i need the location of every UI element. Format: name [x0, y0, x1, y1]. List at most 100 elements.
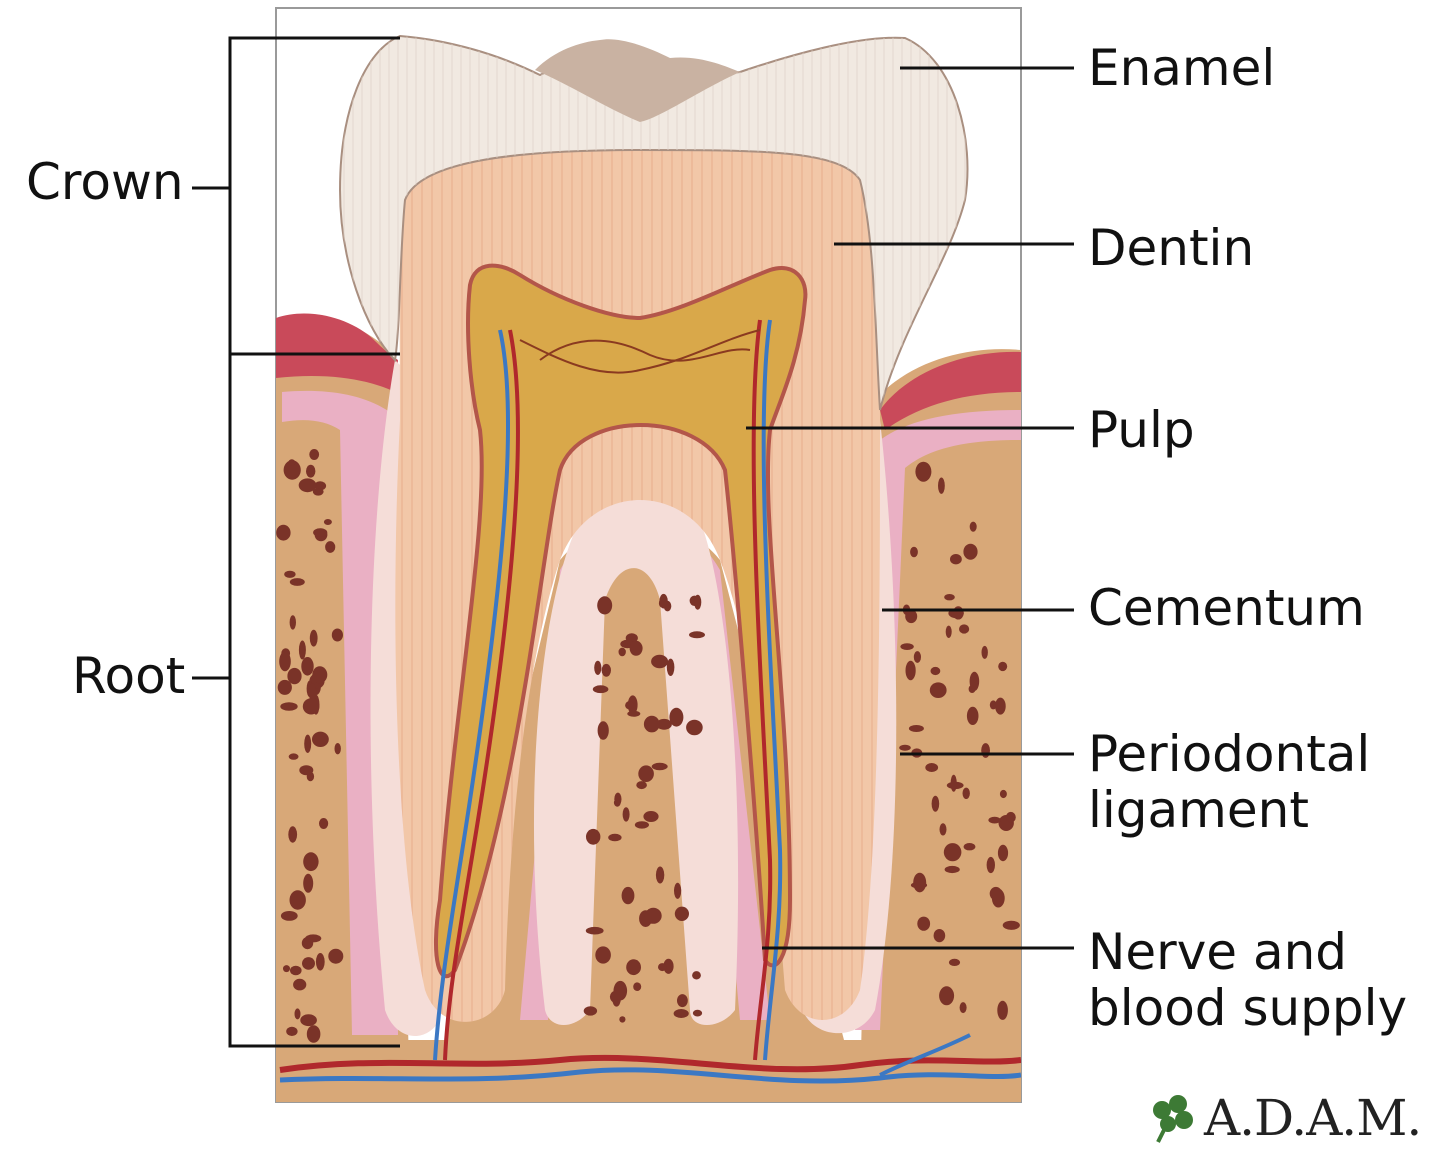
bone-pore — [988, 816, 1001, 824]
bone-pore — [644, 907, 662, 924]
label-pulp: Pulp — [1088, 401, 1195, 459]
bone-pore — [309, 629, 318, 647]
bone-pore — [950, 774, 957, 792]
bone-pore — [943, 843, 962, 862]
bone-pore — [280, 702, 298, 711]
bone-pore — [913, 651, 922, 663]
bone-pore — [289, 578, 305, 586]
bone-pore — [997, 844, 1009, 862]
label-periodontal-line1: Periodontal — [1088, 725, 1371, 783]
bone-pore — [302, 698, 320, 715]
bone-pore — [303, 873, 314, 893]
bone-pore — [312, 488, 324, 496]
label-crown: Crown — [26, 153, 184, 211]
bone-pore — [312, 666, 328, 684]
leaf-icon — [1153, 1095, 1193, 1143]
bone-pore — [304, 734, 312, 753]
bone-pore — [613, 980, 628, 1001]
bone-pore — [969, 671, 980, 691]
bone-pore — [666, 658, 675, 676]
label-periodontal-line2: ligament — [1088, 781, 1309, 839]
bone-pore — [655, 866, 665, 884]
bone-pore — [908, 725, 924, 732]
bone-pore — [656, 718, 672, 730]
bone-pore — [634, 821, 650, 829]
bone-pore — [944, 865, 960, 874]
bone-pore — [319, 818, 329, 829]
bone-pore — [276, 524, 291, 541]
bone-pore — [309, 449, 320, 460]
bone-pore — [301, 657, 314, 676]
bone-pore — [280, 911, 298, 921]
bone-pore — [1005, 811, 1016, 823]
bone-pore — [995, 697, 1006, 715]
bone-pore — [305, 934, 322, 943]
bone-pore — [686, 719, 703, 736]
bone-pore — [289, 615, 296, 630]
bone-pore — [290, 965, 302, 976]
bone-pore — [651, 654, 669, 669]
bone-pore — [999, 789, 1007, 799]
bone-pore — [613, 798, 621, 807]
bone-pore — [950, 554, 962, 565]
bone-pore — [900, 643, 914, 650]
bone-pore — [289, 890, 306, 910]
bone-pore — [938, 477, 945, 494]
bone-pore — [643, 715, 660, 733]
bone-pore — [674, 906, 690, 921]
bone-pore — [939, 823, 947, 836]
bone-pore — [334, 743, 341, 755]
bone-pore — [981, 743, 990, 758]
bone-pore — [692, 971, 701, 980]
bone-pore — [585, 926, 604, 935]
bone-pore — [913, 872, 927, 893]
bone-pore — [998, 661, 1008, 672]
pulp-chamber — [433, 263, 808, 979]
label-root: Root — [72, 647, 186, 705]
bone-pore — [962, 787, 970, 799]
bone-pore — [930, 666, 941, 676]
bone-pore — [910, 546, 918, 558]
bone-pore — [659, 593, 668, 609]
bone-pore — [1002, 920, 1020, 930]
label-nerve-line1: Nerve and — [1088, 923, 1348, 981]
root-bracket — [192, 352, 400, 1048]
bone-pore — [915, 461, 932, 482]
label-enamel: Enamel — [1088, 39, 1276, 97]
bone-pore — [294, 1008, 301, 1020]
bone-pore — [945, 625, 952, 638]
bone-pore — [933, 929, 946, 943]
label-dentin: Dentin — [1088, 219, 1255, 277]
bone-pore — [622, 807, 630, 822]
bone-pore — [674, 882, 682, 899]
bone-pore — [331, 628, 343, 642]
bone-pore — [969, 521, 977, 532]
bone-pore — [283, 460, 301, 480]
bone-pore — [689, 631, 705, 639]
bone-pore — [959, 624, 970, 634]
bone-pore — [306, 1025, 321, 1043]
bone-pore — [625, 701, 635, 710]
brand-name: A.D.A.M. — [1204, 1089, 1422, 1147]
bone-pore — [627, 710, 641, 717]
bone-pore — [963, 843, 976, 851]
bone-pore — [626, 959, 641, 976]
bone-pore — [917, 916, 931, 931]
adam-brand-logo: A.D.A.M. — [1148, 1088, 1422, 1148]
bone-pore — [594, 660, 602, 675]
bone-pore — [692, 1009, 703, 1017]
bone-pore — [618, 647, 626, 657]
bone-pore — [931, 795, 940, 812]
bone-pore — [948, 958, 961, 967]
bone-pore — [288, 753, 299, 760]
bone-pore — [287, 667, 302, 685]
bone-pore — [597, 721, 609, 740]
bone-pore — [597, 596, 613, 615]
bone-pore — [939, 986, 955, 1006]
bone-pore — [308, 683, 317, 703]
bone-pore — [981, 645, 988, 659]
bone-pore — [283, 965, 290, 973]
bone-pore — [312, 731, 329, 747]
bone-pore — [959, 1002, 967, 1014]
